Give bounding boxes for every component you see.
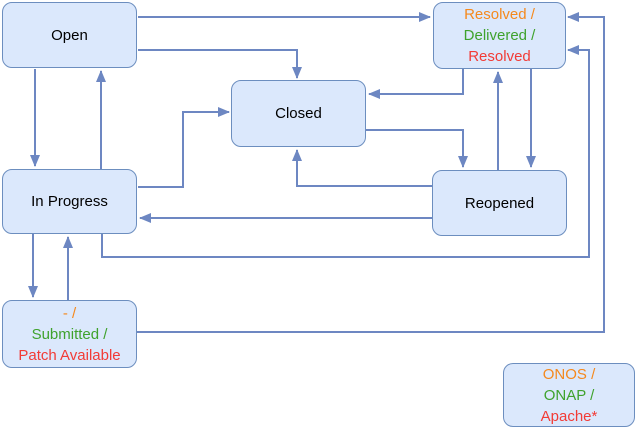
- node-submitted-line-onos: - /: [62, 304, 77, 322]
- edge-reopened-to-closed: [292, 149, 432, 187]
- node-open: Open: [2, 2, 137, 68]
- node-closed-label: Closed: [275, 105, 322, 122]
- legend-box: ONOS / ONAP / Apache*: [503, 363, 635, 427]
- node-submitted-patch-available: - / Submitted / Patch Available: [2, 300, 137, 368]
- edge-open-to-closed: [138, 49, 302, 79]
- node-submitted-line-onap: Submitted /: [31, 325, 108, 343]
- node-in-progress-label: In Progress: [31, 193, 108, 210]
- edge-in-progress-to-closed: [138, 107, 230, 188]
- edge-closed-to-reopened: [366, 129, 468, 168]
- node-in-progress: In Progress: [2, 169, 137, 234]
- node-submitted-line-apache: Patch Available: [18, 346, 121, 364]
- node-resolved-line-onap: Delivered /: [463, 27, 536, 44]
- legend-line-apache: Apache*: [540, 407, 598, 425]
- node-resolved-delivered-resolved: Resolved / Delivered / Resolved: [433, 2, 566, 69]
- legend-line-onos: ONOS /: [542, 365, 596, 383]
- edge-resolved-to-closed: [368, 69, 464, 99]
- node-resolved-line-apache: Resolved: [468, 48, 531, 65]
- node-resolved-line-onos: Resolved /: [464, 6, 535, 23]
- node-reopened-label: Reopened: [464, 194, 535, 212]
- node-open-label: Open: [51, 26, 88, 44]
- legend-line-onap: ONAP /: [543, 386, 595, 404]
- node-closed: Closed: [231, 80, 366, 147]
- edge-submitted-to-resolved: [137, 12, 605, 333]
- edge-in-progress-to-resolved: [101, 45, 590, 258]
- node-reopened: Reopened: [432, 170, 567, 236]
